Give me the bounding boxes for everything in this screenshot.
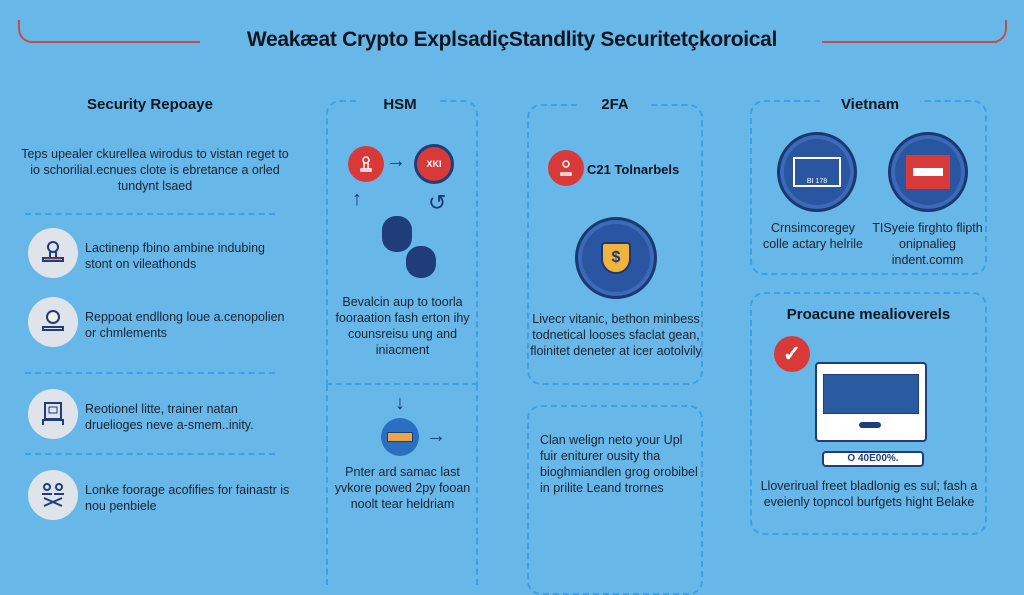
arrow-up-icon: ↑ [352, 188, 362, 210]
left-item-text: Reotionel litte, trainer natan druelioge… [85, 402, 254, 432]
divider [25, 213, 275, 215]
twofa-heading: 2FA [580, 96, 650, 113]
key-icon [348, 146, 384, 182]
device-icon [382, 216, 412, 252]
twofa-bottom-text: Clan welign neto your Upl fuir eniturer … [540, 433, 698, 495]
device-icon [406, 246, 436, 278]
twofa-badge-label: C21 Tolnarbels [587, 162, 680, 177]
terminal-icon [28, 389, 78, 439]
screen-icon: BI 178 [777, 132, 857, 212]
network-icon [28, 470, 78, 520]
left-item-text: Lactinenp fbino ambine indubing stont on… [85, 241, 265, 271]
dashboard-window-icon [815, 362, 927, 442]
keyboard-label: O 40E00%. [822, 451, 924, 467]
hsm-bottom-text: Pnter ard samac last yvkore powed 2py fo… [334, 465, 471, 511]
left-heading: Security Repoaye [87, 96, 213, 113]
arrow-down-icon: ↓ [395, 392, 405, 414]
vietnam-right-text: TISyeie firghto flipth onipnalieg indent… [872, 221, 983, 267]
key-icon [548, 150, 584, 186]
shield-icon: $ [575, 217, 657, 299]
curved-arrow-icon: ↺ [428, 190, 447, 215]
check-icon: ✓ [774, 336, 810, 372]
hsm-lower-panel [326, 385, 478, 585]
left-item-text: Lonke foorage acofifies for fainastr is … [85, 483, 290, 513]
procedure-panel [750, 292, 987, 535]
page-title: Weakæat Crypto ExplsadiçStandlity Securi… [246, 28, 778, 51]
arrow-right-icon: → [386, 150, 406, 172]
title-rule-right [822, 41, 997, 43]
map-icon [888, 132, 968, 212]
vietnam-heading: Vietnam [820, 96, 920, 113]
procedure-heading: Proacune mealioverels [786, 306, 951, 323]
divider [25, 453, 275, 455]
vietnam-left-text: Crnsimcoregey colle actary helrile [762, 221, 864, 251]
screen-label: BI 178 [793, 157, 841, 187]
procedure-text: Lloverirual freet bladlonig es sul; fash… [760, 479, 978, 509]
card-icon [381, 418, 419, 456]
arrow-right-icon: → [426, 425, 446, 447]
left-intro: Teps upealer ckurellea wirodus to vistan… [21, 147, 289, 193]
hsm-chip-icon: XKI [414, 144, 454, 184]
left-item-text: Reppoat endllong loue a.cenopolien or ch… [85, 310, 285, 340]
divider [25, 372, 275, 374]
stamp-icon [28, 297, 78, 347]
hsm-text: Bevalcin aup to toorla fooraation fash e… [335, 295, 470, 357]
twofa-text: Livecr vitanic, bethon minbess todnetica… [530, 312, 702, 358]
shield-symbol: $ [601, 242, 631, 274]
hsm-heading: HSM [360, 96, 440, 113]
title-rule-left [30, 41, 200, 43]
stamp-icon [28, 228, 78, 278]
